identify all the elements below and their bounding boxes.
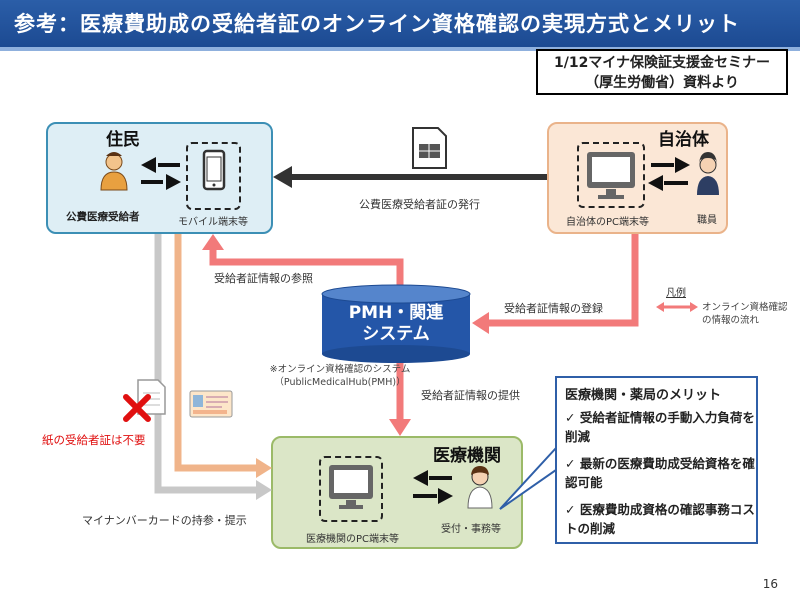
mobile-device-frame — [186, 142, 241, 210]
provide-flow-label: 受給者証情報の提供 — [421, 389, 520, 402]
header-underline — [0, 47, 800, 51]
pmh-note-line2: （PublicMedicalHub(PMH)） — [274, 377, 406, 388]
pmh-note-line1: ※オンライン資格確認のシステム — [269, 364, 411, 375]
card-flow-arrowhead — [256, 480, 272, 500]
legend-line2: の情報の流れ — [702, 315, 760, 326]
resident-person-icon — [100, 152, 128, 191]
resident-person-label: 公費医療受給者 — [66, 211, 140, 223]
pmh-line2: システム — [362, 324, 430, 344]
card-flow-line — [154, 234, 258, 494]
medical-staff-label: 受付・事務等 — [441, 524, 501, 535]
register-flow-label: 受給者証情報の登録 — [504, 302, 603, 315]
paper-card-icon — [137, 379, 166, 415]
municipal-staff-label: 職員 — [697, 215, 717, 226]
pmh-cylinder — [321, 284, 471, 363]
municipal-pc-label: 自治体のPC端末等 — [566, 217, 650, 228]
reference-arrowhead — [202, 234, 224, 250]
medical-staff-icon — [467, 466, 493, 509]
merit-item-text: 受給者証情報の手動入力負荷を削減 — [565, 410, 755, 444]
card-orange-arrowhead — [256, 458, 272, 478]
check-icon: ✓ — [565, 456, 580, 471]
legend-text: オンライン資格確認 の情報の流れ — [702, 301, 788, 327]
resident-box — [46, 122, 273, 234]
reference-flow-line — [209, 248, 404, 290]
merit-item: ✓ 受給者証情報の手動入力負荷を削減 — [565, 408, 755, 446]
source-note-line2: （厚生労働省）資料より — [585, 75, 739, 91]
pmh-line1: PMH・関連 — [348, 303, 444, 323]
pmh-note: ※オンライン資格確認のシステム （PublicMedicalHub(PMH)） — [250, 363, 430, 389]
merit-item: ✓ 最新の医療費助成受給資格を確認可能 — [565, 454, 755, 492]
check-icon: ✓ — [565, 502, 580, 517]
merit-item-text: 最新の医療費助成受給資格を確認可能 — [565, 456, 755, 490]
reference-flow-label: 受給者証情報の参照 — [214, 272, 313, 285]
document-icon — [412, 127, 447, 169]
header-bar — [0, 0, 800, 47]
municipal-exchange-arrows — [648, 157, 690, 191]
merit-box: 医療機関・薬局のメリット ✓ 受給者証情報の手動入力負荷を削減 ✓ 最新の医療費… — [555, 376, 758, 544]
mobile-device-label: モバイル端末等 — [178, 217, 248, 228]
legend-arrowhead-right — [690, 302, 698, 312]
card-orange-flow-line — [174, 234, 258, 472]
card-flow-label: マイナンバーカードの持参・提示 — [82, 514, 247, 527]
register-arrowhead — [472, 312, 489, 334]
legend-title: 凡例 — [666, 288, 686, 299]
my-number-card-icon — [189, 390, 233, 418]
medical-pc-label: 医療機関のPC端末等 — [306, 534, 400, 545]
no-paper-label: 紙の受給者証は不要 — [42, 433, 146, 447]
page-title: 参考：医療費助成の受給者証のオンライン資格確認の実現方式とメリット — [14, 12, 740, 36]
issue-arrowhead — [273, 166, 292, 188]
source-note: 1/12マイナ保険証支援金セミナー （厚生労働省）資料より — [536, 49, 788, 95]
medical-title: 医療機関 — [433, 446, 501, 466]
pmh-system-label: PMH・関連 システム — [322, 303, 470, 345]
check-icon: ✓ — [565, 410, 580, 425]
resident-exchange-arrows — [141, 157, 181, 190]
municipal-pc-icon — [587, 152, 635, 199]
municipality-title: 自治体 — [658, 130, 709, 150]
medical-exchange-arrows — [413, 470, 453, 504]
mobile-phone-icon — [202, 149, 226, 191]
red-x-icon — [123, 394, 151, 422]
medical-pc-frame — [319, 456, 383, 522]
merit-item: ✓ 医療費助成資格の確認事務コストの削減 — [565, 500, 755, 538]
page-number: 16 — [762, 577, 778, 591]
merit-title: 医療機関・薬局のメリット — [565, 388, 722, 403]
medical-pc-icon — [329, 465, 373, 509]
register-flow-line — [487, 234, 639, 327]
legend-arrowhead-left — [656, 302, 664, 312]
provide-arrowhead — [389, 419, 411, 436]
merit-callout-pointer — [499, 445, 557, 510]
resident-title: 住民 — [106, 130, 140, 150]
issue-flow-label: 公費医療受給者証の発行 — [359, 198, 480, 211]
source-note-line1: 1/12マイナ保険証支援金セミナー — [553, 55, 771, 71]
municipal-staff-icon — [697, 152, 719, 195]
municipal-pc-frame — [577, 142, 645, 208]
legend-line1: オンライン資格確認 — [702, 302, 788, 313]
merit-item-text: 医療費助成資格の確認事務コストの削減 — [565, 502, 755, 536]
